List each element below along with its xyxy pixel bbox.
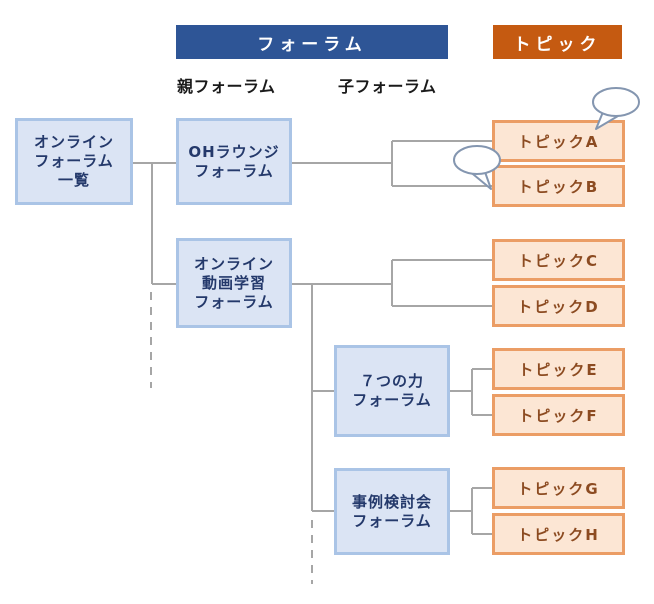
node-online-forum-list: オンライン フォーラム 一覧 [15, 118, 133, 205]
node-text-line: OHラウンジ [188, 142, 280, 161]
node-text-line: 一覧 [57, 171, 90, 189]
node-topic-c: トピックC [492, 239, 625, 281]
node-case-study-forum: 事例検討会 フォーラム [334, 468, 450, 555]
node-topic-b: トピックB [492, 165, 625, 207]
node-text-line: フォーラム [352, 391, 432, 409]
node-text-line: フォーラム [194, 292, 274, 311]
node-text-line: フォーラム [352, 511, 432, 530]
child-forum-label: 子フォーラム [338, 77, 437, 96]
node-text-line: 事例検討会 [351, 492, 432, 511]
node-topic-d: トピックD [492, 285, 625, 327]
node-text-line: フォーラム [34, 152, 114, 170]
node-text-line: ７つの力 [359, 372, 424, 390]
node-topic-e: トピックE [492, 348, 625, 390]
node-text-line: オンライン [193, 254, 274, 273]
node-text-line: フォーラム [194, 161, 274, 180]
node-text-line: オンライン [33, 133, 114, 151]
node-topic-h: トピックH [492, 513, 625, 555]
parent-forum-label: 親フォーラム [177, 77, 276, 96]
topic-column-header: トピック [493, 25, 622, 59]
node-online-video-learning-forum: オンライン 動画学習 フォーラム [176, 238, 292, 328]
node-text-line: 動画学習 [201, 273, 266, 292]
node-topic-f: トピックF [492, 394, 625, 436]
node-topic-g: トピックG [492, 467, 625, 509]
node-seven-powers-forum: ７つの力 フォーラム [334, 345, 450, 437]
forum-column-header: フォーラム [176, 25, 448, 59]
continuation-dashed-line [150, 292, 313, 584]
node-topic-a: トピックA [492, 120, 625, 162]
node-oh-lounge-forum: OHラウンジ フォーラム [176, 118, 292, 205]
